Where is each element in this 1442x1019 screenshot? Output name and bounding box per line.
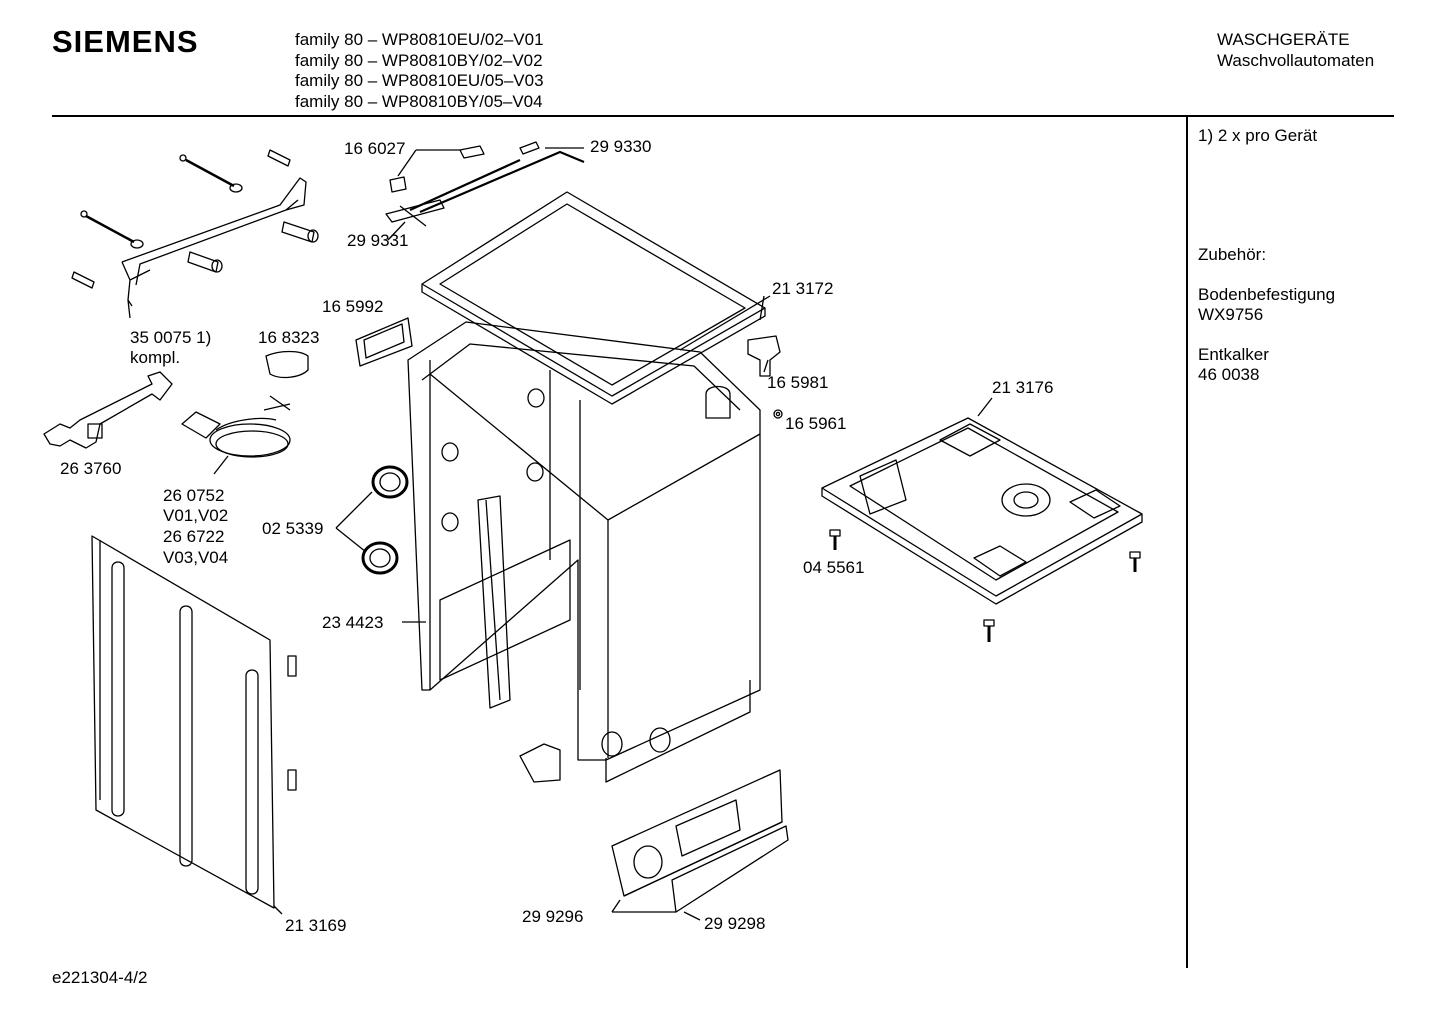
part-label: 02 5339 bbox=[262, 519, 324, 538]
side-panel bbox=[91, 535, 297, 915]
detergent-drawer bbox=[611, 769, 789, 921]
brand-logo: SIEMENS bbox=[52, 24, 199, 59]
base-frame bbox=[821, 397, 1143, 605]
wrench-tool bbox=[43, 371, 173, 449]
header-rule bbox=[52, 115, 1394, 117]
part-label: 35 0075 1) bbox=[130, 328, 212, 347]
subcategory: Waschvollautomaten bbox=[1217, 50, 1375, 70]
part-label: 29 9298 bbox=[704, 914, 766, 933]
part-label: 16 6027 bbox=[344, 139, 406, 158]
part-label: kompl. bbox=[130, 348, 181, 367]
category: WASCHGERÄTE bbox=[1217, 30, 1350, 49]
accessory-name: Entkalker bbox=[1198, 345, 1269, 364]
part-label: V03,V04 bbox=[163, 548, 229, 567]
accessory-name: Bodenbefestigung bbox=[1198, 285, 1336, 304]
footnote: 1) 2 x pro Gerät bbox=[1198, 126, 1318, 145]
model-line: family 80 – WP80810BY/05–V04 bbox=[295, 91, 543, 111]
accessories-title: Zubehör: bbox=[1198, 245, 1267, 264]
cable-clips bbox=[385, 141, 585, 241]
part-label: 16 5992 bbox=[322, 297, 384, 316]
part-label: 26 0752 bbox=[163, 486, 225, 505]
category-block: WASCHGERÄTE Waschvollautomaten bbox=[1217, 30, 1374, 71]
part-label: 26 6722 bbox=[163, 527, 225, 546]
screws bbox=[829, 529, 1141, 642]
model-line: family 80 – WP80810EU/05–V03 bbox=[295, 71, 544, 90]
part-label: 23 4423 bbox=[322, 613, 384, 632]
cabinet-frame bbox=[402, 321, 761, 783]
part-label: 16 5961 bbox=[785, 414, 847, 433]
part-label: 29 9330 bbox=[590, 137, 652, 156]
part-label: 29 9296 bbox=[522, 907, 584, 926]
model-line: family 80 – WP80810EU/02–V01 bbox=[295, 30, 544, 49]
part-label: 26 3760 bbox=[60, 459, 122, 478]
model-list: family 80 – WP80810EU/02–V01 family 80 –… bbox=[295, 30, 544, 112]
leader-lines bbox=[213, 295, 769, 475]
part-label: 21 3172 bbox=[772, 279, 834, 298]
part-label: 16 5981 bbox=[767, 373, 829, 392]
part-label: 21 3176 bbox=[992, 378, 1054, 397]
part-label: V01,V02 bbox=[163, 506, 229, 525]
sidebar-divider bbox=[1186, 117, 1188, 968]
foot-parts bbox=[747, 335, 783, 419]
power-cable bbox=[181, 395, 291, 458]
clip-part bbox=[265, 350, 309, 379]
part-label: 29 9331 bbox=[347, 231, 409, 250]
bracket-assembly bbox=[71, 149, 319, 319]
seal-part bbox=[355, 317, 413, 367]
model-line: family 80 – WP80810BY/02–V02 bbox=[295, 50, 543, 70]
part-label: 21 3169 bbox=[285, 916, 347, 935]
accessory-code: 46 0038 bbox=[1198, 365, 1260, 384]
accessory-code: WX9756 bbox=[1198, 305, 1264, 324]
door-seal-rings bbox=[335, 465, 409, 575]
top-cover bbox=[421, 191, 771, 405]
document-id: e221304-4/2 bbox=[52, 968, 148, 987]
part-label: 16 8323 bbox=[258, 328, 320, 347]
part-label: 04 5561 bbox=[803, 558, 865, 577]
